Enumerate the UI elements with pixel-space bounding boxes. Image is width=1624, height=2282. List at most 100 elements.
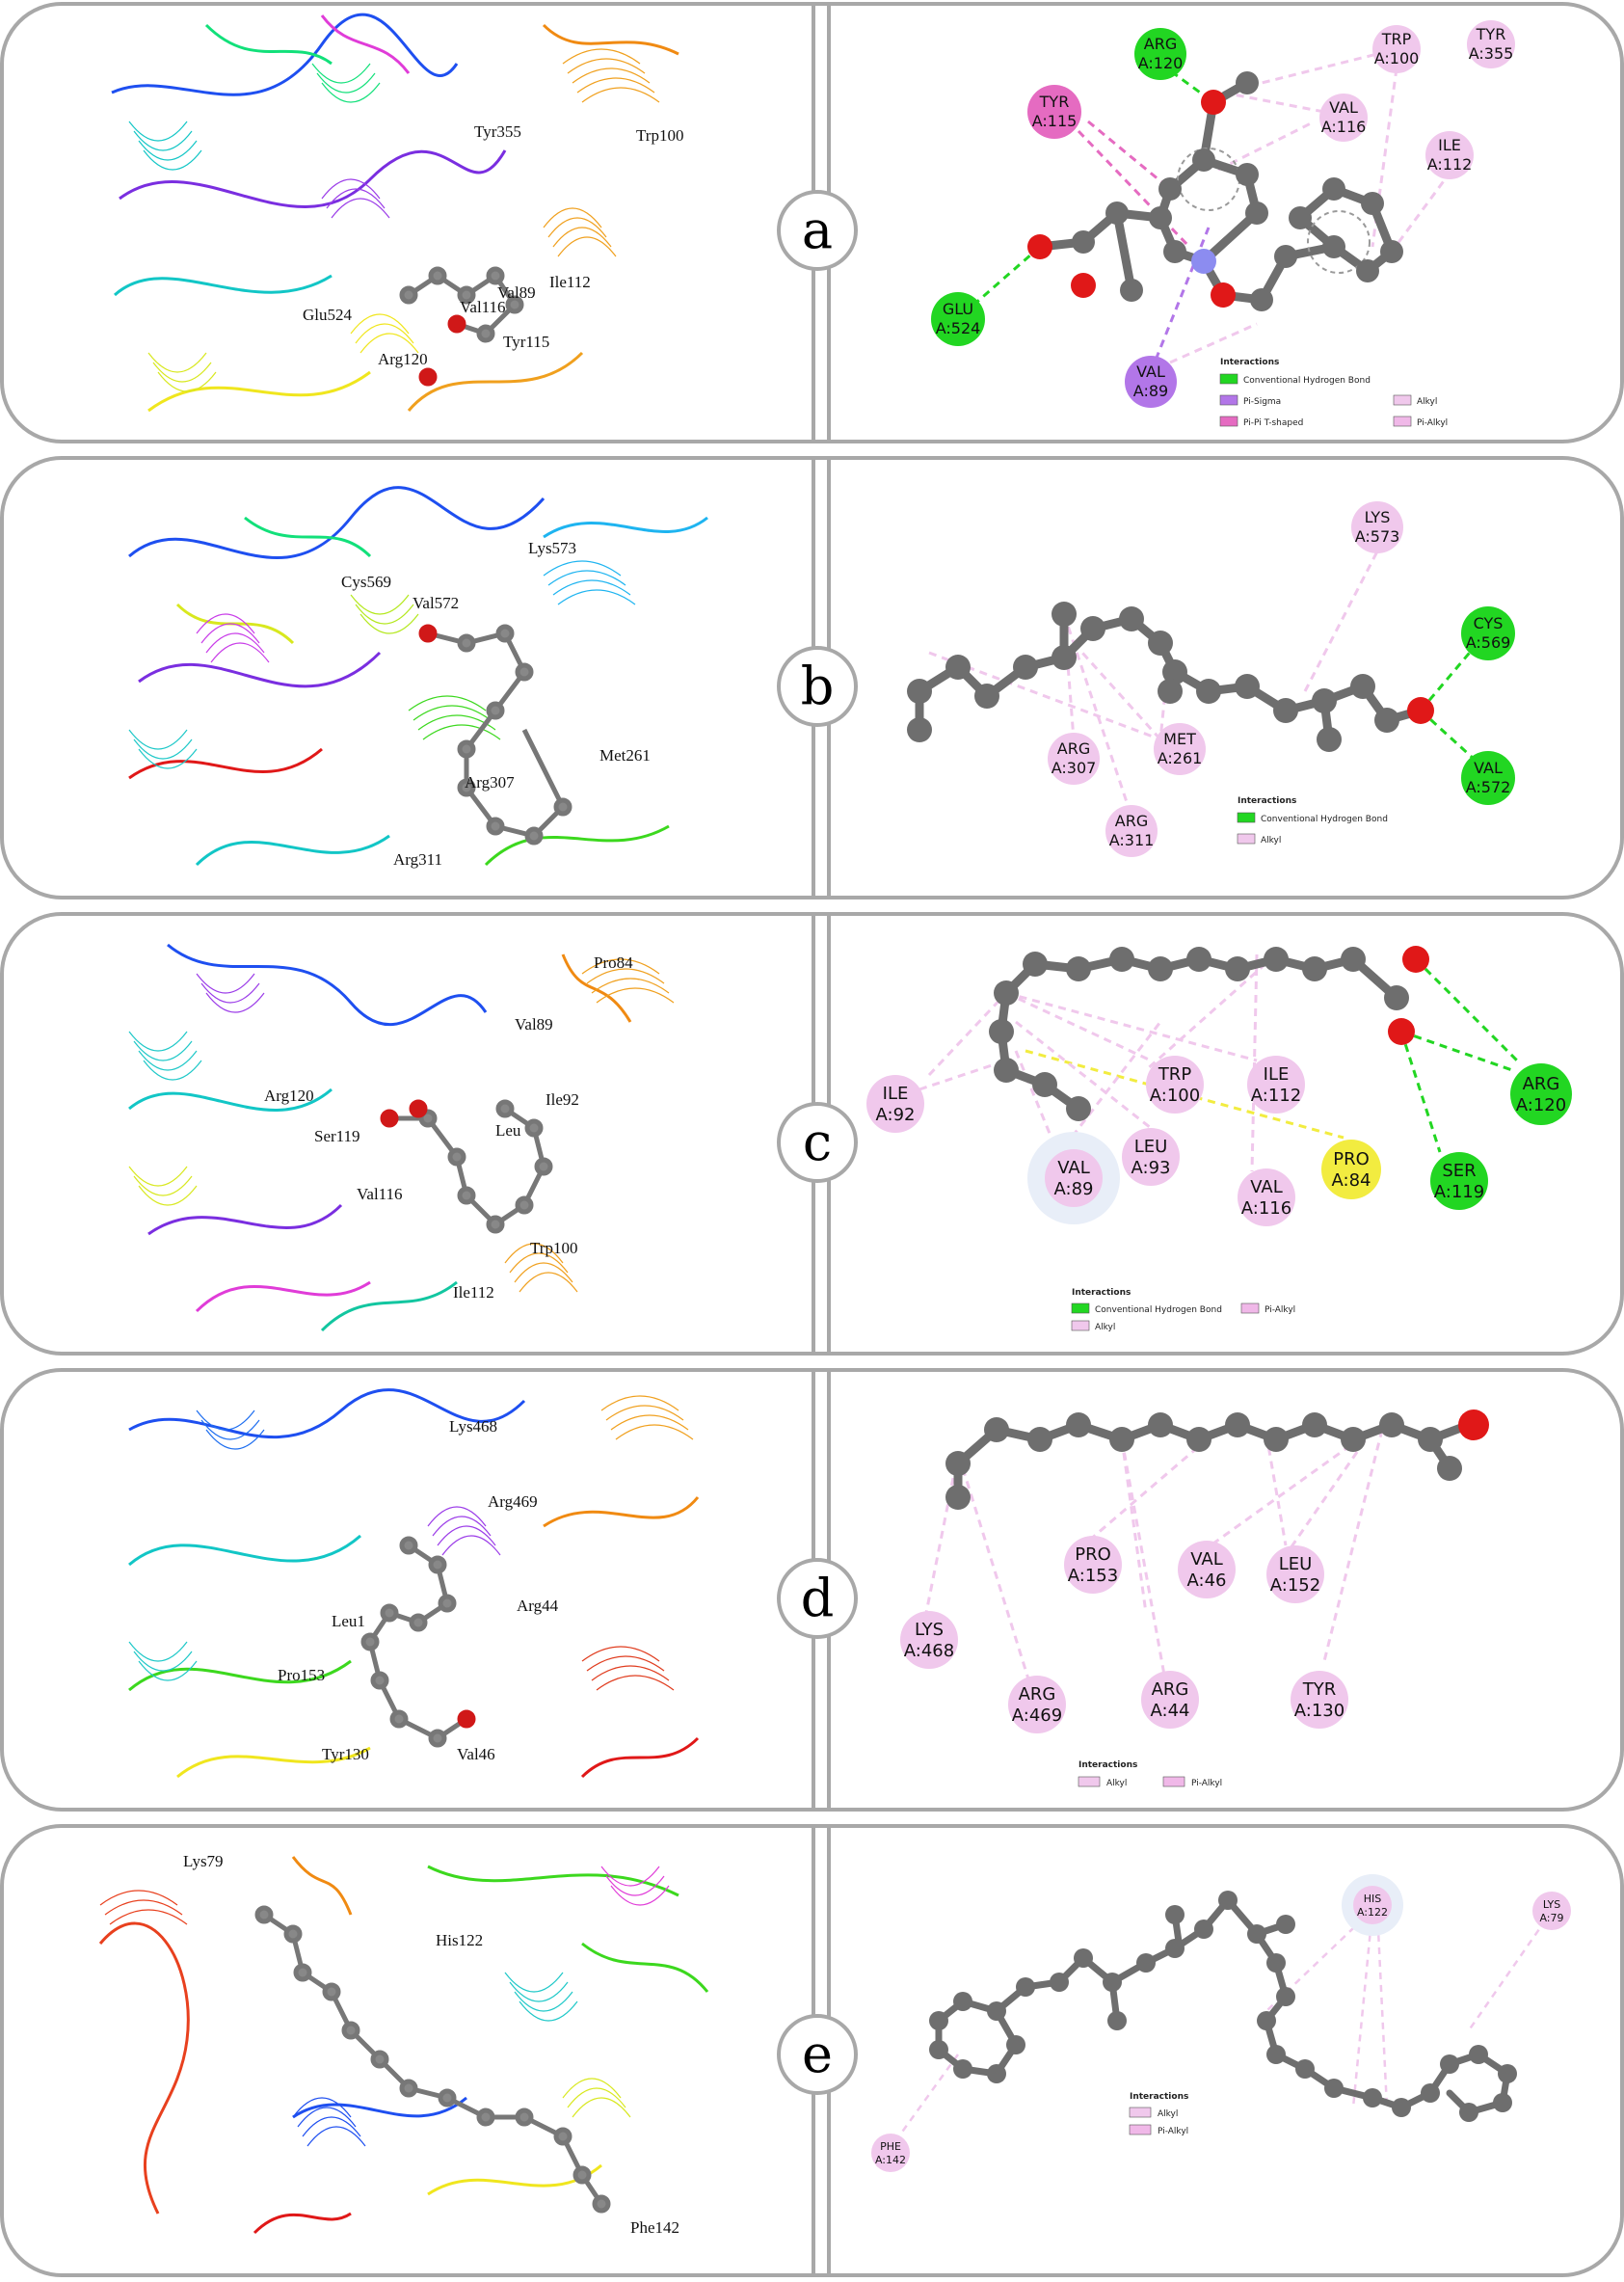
residue-id: A:100 xyxy=(1374,49,1420,67)
residue-id: A:46 xyxy=(1187,1571,1227,1591)
residue-id: A:115 xyxy=(1032,112,1078,130)
ligand-2d-a xyxy=(1027,71,1403,311)
residue-name: VAL xyxy=(1474,759,1503,777)
residue-id: A:261 xyxy=(1158,749,1203,767)
interaction-lines-e xyxy=(893,1909,1548,2142)
residue-id: A:112 xyxy=(1251,1086,1301,1106)
label3d: Ile112 xyxy=(549,273,591,291)
residue-id: A:92 xyxy=(876,1105,916,1125)
residue-id: A:79 xyxy=(1539,1912,1563,1924)
residue-labels-3d-d: Lys468 Arg469 Leu1 Arg44 Pro153 Tyr130 V… xyxy=(278,1417,559,1763)
residue-name: TYR xyxy=(1476,25,1506,43)
panel-b-graphics: Lys573 Cys569 Val572 Met261 Arg307 Arg31… xyxy=(128,486,1515,869)
label3d: Val572 xyxy=(413,594,459,612)
residue-name: SER xyxy=(1442,1161,1476,1181)
ligand-3d-e xyxy=(254,1905,611,2214)
residue-name: ARG xyxy=(1144,35,1177,53)
residue-id: A:130 xyxy=(1294,1701,1344,1721)
panel-letter-a: a xyxy=(777,190,858,271)
ligand-3d-d xyxy=(360,1536,476,1748)
legend-title: Interactions xyxy=(1078,1760,1137,1770)
label3d: Ile112 xyxy=(453,1283,494,1302)
residue-name: VAL xyxy=(1190,1549,1223,1570)
legend-item: Alkyl xyxy=(1261,836,1281,846)
residue-id: A:100 xyxy=(1150,1086,1200,1106)
residue-name: ARG xyxy=(1523,1074,1560,1094)
residue-name: ILE xyxy=(1438,136,1461,154)
residue-id: A:153 xyxy=(1068,1566,1118,1586)
residue-name: TYR xyxy=(1302,1679,1337,1700)
residue-id: A:89 xyxy=(1054,1179,1094,1199)
panel-e: Lys79 His122 Phe142 xyxy=(0,1824,1624,2277)
legend-item: Conventional Hydrogen Bond xyxy=(1243,376,1371,386)
residue-name: PRO xyxy=(1075,1544,1111,1565)
residue-name: ARG xyxy=(1152,1679,1189,1700)
residue-name: ARG xyxy=(1115,812,1148,830)
ribbon-bands-3d-c xyxy=(128,958,675,1293)
residue-labels-3d-c: Pro84 Val89 Ile92 Leu Arg120 Ser119 Val1… xyxy=(264,953,633,1302)
legend-title: Interactions xyxy=(1072,1288,1131,1298)
panel-b: Lys573 Cys569 Val572 Met261 Arg307 Arg31… xyxy=(0,456,1624,899)
residue-id: A:93 xyxy=(1131,1158,1171,1178)
residue-name: TYR xyxy=(1039,93,1070,111)
ligand-2d-e xyxy=(929,1891,1517,2122)
residue-id: A:142 xyxy=(875,2154,906,2166)
residue-name: VAL xyxy=(1057,1158,1090,1178)
label3d: Lys468 xyxy=(449,1417,497,1436)
panel-c: Pro84 Val89 Ile92 Leu Arg120 Ser119 Val1… xyxy=(0,912,1624,1356)
residue-id: A:573 xyxy=(1355,527,1400,546)
legend-item: Pi-Pi T-shaped xyxy=(1243,418,1303,428)
label3d: Phe142 xyxy=(630,2218,679,2237)
legend-item: Conventional Hydrogen Bond xyxy=(1261,815,1388,824)
residue-name: LEU xyxy=(1279,1554,1313,1574)
residue-id: A:468 xyxy=(904,1641,954,1661)
label3d: Leu1 xyxy=(332,1612,365,1630)
label3d: Arg120 xyxy=(378,350,428,368)
residue-id: A:112 xyxy=(1427,155,1473,174)
residue-bubbles-b: LYS A:573 CYS A:569 ARG A:307 MET A:261 … xyxy=(1048,501,1515,857)
label3d: Trp100 xyxy=(636,126,683,145)
ligand-3d-c xyxy=(380,1099,553,1234)
residue-bubbles-d: PRO A:153 VAL A:46 LEU A:152 LYS A:468 A… xyxy=(900,1536,1348,1733)
label3d: Val116 xyxy=(357,1185,403,1203)
label3d: His122 xyxy=(436,1931,483,1949)
legend-item: Pi-Alkyl xyxy=(1158,2127,1188,2136)
panel-letter-c: c xyxy=(777,1102,858,1183)
ligand-2d-b xyxy=(907,602,1434,752)
protein-ribbons-3d-a xyxy=(111,13,679,413)
panel-e-graphics: Lys79 His122 Phe142 xyxy=(98,1852,1571,2237)
label3d: Cys569 xyxy=(341,573,391,591)
residue-name: PHE xyxy=(880,2140,901,2153)
protein-ribbons-3d-d xyxy=(128,1388,700,1779)
legend-a: Interactions Conventional Hydrogen Bond … xyxy=(1219,358,1448,428)
residue-name: LEU xyxy=(1134,1137,1168,1157)
panel-letter-b: b xyxy=(777,646,858,727)
residue-name: HIS xyxy=(1364,1893,1382,1905)
label3d: Pro84 xyxy=(594,953,633,972)
ribbon-bands-3d-a xyxy=(128,48,660,392)
residue-id: A:84 xyxy=(1332,1170,1371,1191)
residue-name: MET xyxy=(1163,730,1196,748)
residue-name: ARG xyxy=(1019,1684,1056,1705)
protein-ribbons-3d-b xyxy=(128,486,708,867)
legend-item: Conventional Hydrogen Bond xyxy=(1095,1305,1222,1315)
label3d: Tyr115 xyxy=(503,333,549,351)
label3d: Pro153 xyxy=(278,1666,325,1684)
legend-item: Pi-Alkyl xyxy=(1265,1305,1295,1315)
label3d: Val89 xyxy=(497,283,536,302)
ligand-2d-d xyxy=(945,1409,1489,1510)
ribbon-bands-3d-b xyxy=(128,560,636,769)
residue-id: A:116 xyxy=(1241,1198,1291,1219)
residue-id: A:569 xyxy=(1466,633,1511,652)
residue-name: LYS xyxy=(1365,508,1391,526)
legend-title: Interactions xyxy=(1130,2092,1188,2102)
ligand-2d-c xyxy=(989,946,1429,1121)
residue-id: A:307 xyxy=(1052,759,1097,777)
residue-id: A:120 xyxy=(1516,1095,1566,1115)
label3d: Ser119 xyxy=(314,1127,360,1145)
residue-id: A:469 xyxy=(1012,1705,1062,1726)
residue-bubbles-a: ARG A:120 TRP A:100 TYR A:355 TYR A:115 … xyxy=(931,20,1515,408)
panel-d: Lys468 Arg469 Leu1 Arg44 Pro153 Tyr130 V… xyxy=(0,1368,1624,1812)
legend-item: Pi-Alkyl xyxy=(1191,1779,1222,1788)
residue-labels-3d-e: Lys79 His122 Phe142 xyxy=(183,1852,679,2237)
